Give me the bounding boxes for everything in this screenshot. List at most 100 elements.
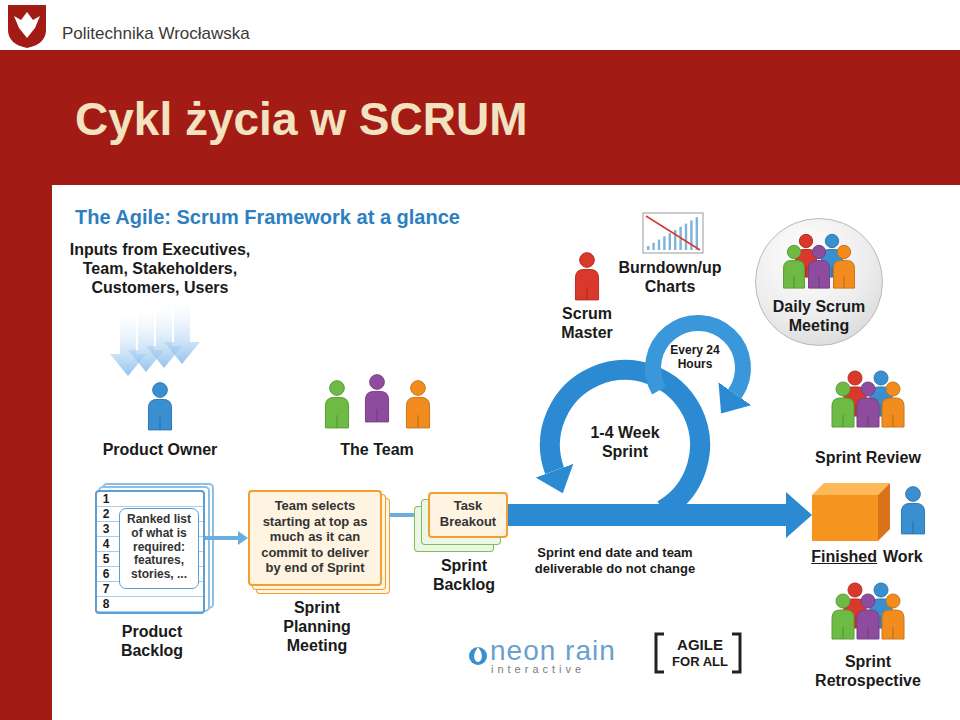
partner-logos-part bbox=[474, 647, 482, 662]
person-icon-part bbox=[805, 266, 807, 277]
event-label: Sprint Review bbox=[798, 448, 938, 467]
person-icon bbox=[784, 245, 805, 288]
person-icon-part bbox=[799, 234, 812, 247]
partner-logos-part bbox=[656, 634, 664, 672]
person-icon bbox=[365, 375, 388, 422]
person-icon-part bbox=[857, 610, 879, 639]
person-icon bbox=[901, 487, 924, 534]
caption-line: Finished Work bbox=[792, 547, 942, 566]
backlog-list-box: Ranked list of what is required: feature… bbox=[119, 508, 199, 589]
person-icon-part bbox=[892, 627, 894, 639]
person-icon-part bbox=[836, 382, 850, 396]
person-icon-part bbox=[874, 583, 888, 597]
person-icon-part bbox=[882, 610, 904, 639]
person-icon-part bbox=[834, 261, 855, 289]
person-icon-part bbox=[848, 371, 862, 385]
partner-logos-part bbox=[469, 647, 487, 665]
person-icon-part bbox=[787, 245, 800, 258]
sprint-label: 1-4 Week Sprint bbox=[580, 423, 670, 461]
cube-shape-part bbox=[812, 495, 878, 541]
rank-number: 8 bbox=[98, 597, 114, 611]
node-heading: Daily Scrum Meeting bbox=[756, 297, 882, 335]
university-logo bbox=[8, 5, 46, 48]
burndown-chart-icon-part bbox=[643, 213, 703, 253]
person-icon-part bbox=[793, 277, 795, 288]
person-icon-part bbox=[809, 261, 830, 289]
deliverable-cube: FinishedWork bbox=[812, 483, 890, 541]
cube-shape-part bbox=[812, 483, 890, 495]
person-icon-part bbox=[861, 382, 875, 396]
person-icon-part bbox=[874, 371, 888, 385]
node-body: Task Breakout bbox=[433, 498, 503, 529]
customer-icon bbox=[901, 487, 924, 534]
rule-note: Sprint end date and team deliverable do … bbox=[528, 545, 702, 576]
person-icon bbox=[148, 383, 171, 430]
side-band bbox=[0, 185, 52, 720]
cadence-label: Every 24 Hours bbox=[664, 343, 726, 372]
person-icon-part bbox=[831, 266, 833, 277]
person-icon-part bbox=[832, 398, 854, 427]
backlog-stack: Ranked list of what is required: feature… bbox=[95, 490, 205, 614]
node-heading: Sprint Backlog bbox=[414, 556, 514, 594]
node-heading: Sprint Planning Meeting bbox=[270, 598, 364, 656]
person-icon-part bbox=[867, 627, 869, 639]
logo-text: AGILE bbox=[664, 636, 736, 654]
person-icon-part bbox=[825, 234, 838, 247]
flow-arrow bbox=[382, 513, 418, 517]
logo-text: FOR ALL bbox=[664, 654, 736, 670]
cube-shape-part bbox=[878, 483, 890, 541]
meeting-circle: Daily Scrum Meeting bbox=[755, 218, 883, 346]
burndown-chart-icon-part bbox=[696, 217, 698, 250]
rank-number: 4 bbox=[98, 537, 114, 551]
person-icon bbox=[857, 382, 879, 427]
review-team-icon bbox=[832, 371, 904, 427]
person-icon bbox=[832, 594, 854, 639]
sprint-arrow bbox=[508, 504, 786, 526]
role-label: Scrum Master bbox=[544, 304, 630, 342]
role-label: The Team bbox=[317, 440, 437, 459]
planning-box: Team selects starting at top as much as … bbox=[248, 490, 382, 586]
person-icon-part bbox=[861, 594, 875, 608]
person-icon-part bbox=[837, 245, 850, 258]
rank-number: 6 bbox=[98, 567, 114, 581]
person-icon-part bbox=[580, 253, 595, 268]
person-icon-part bbox=[912, 521, 914, 534]
person-icon-part bbox=[148, 399, 171, 429]
node-heading: Product Backlog bbox=[89, 622, 215, 660]
person-icon-part bbox=[867, 415, 869, 427]
flow-arrow bbox=[205, 536, 238, 540]
rank-number: 3 bbox=[98, 522, 114, 536]
person-icon-part bbox=[376, 409, 378, 422]
person-icon-part bbox=[901, 503, 924, 533]
event-label: Sprint Retrospective bbox=[798, 652, 938, 690]
partner-logos-part bbox=[732, 634, 740, 672]
person-icon-part bbox=[153, 383, 168, 398]
inputs-label: Inputs from Executives, Team, Stakeholde… bbox=[52, 240, 268, 298]
scrum-master-icon bbox=[575, 253, 598, 300]
person-icon bbox=[325, 381, 348, 428]
person-icon-part bbox=[882, 398, 904, 427]
person-icon-part bbox=[857, 398, 879, 427]
person-icon-part bbox=[330, 381, 345, 396]
university-logo-part bbox=[8, 5, 46, 48]
person-icon-part bbox=[843, 277, 845, 288]
person-icon-part bbox=[784, 261, 805, 289]
rank-number: 5 bbox=[98, 552, 114, 566]
person-icon bbox=[834, 245, 855, 288]
person-icon bbox=[575, 253, 598, 300]
person-icon-part bbox=[832, 610, 854, 639]
product-owner-icon bbox=[148, 383, 171, 430]
sprint-loop-arrow bbox=[550, 370, 700, 510]
retrospective-team-icon bbox=[832, 583, 904, 639]
university-logo-part bbox=[14, 12, 40, 38]
rank-number: 2 bbox=[98, 507, 114, 521]
daily-loop-arrow bbox=[653, 323, 743, 394]
node-body: Team selects starting at top as much as … bbox=[255, 498, 375, 576]
institution-name: Politechnika Wrocławska bbox=[62, 24, 362, 44]
person-icon-part bbox=[842, 415, 844, 427]
role-label: Product Owner bbox=[90, 440, 230, 459]
node-heading: Work bbox=[883, 547, 923, 566]
burndown-chart-icon-part bbox=[685, 224, 687, 250]
node-heading: Finished bbox=[811, 547, 877, 566]
